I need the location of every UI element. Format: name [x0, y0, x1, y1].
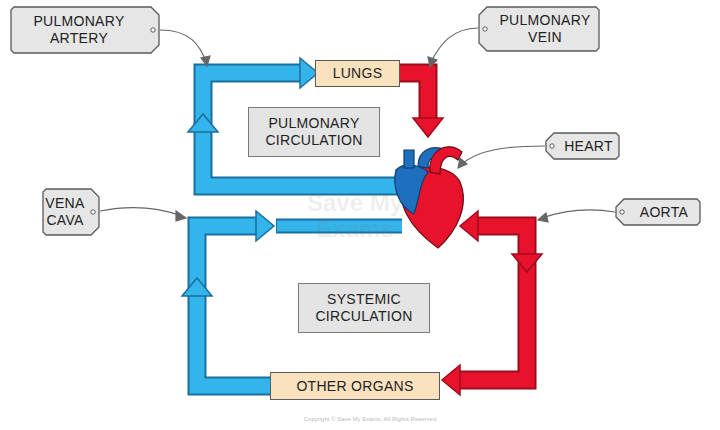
node-text: VENA CAVA: [42, 195, 88, 229]
heart-vessel: [404, 150, 414, 168]
tag-hole: [483, 27, 487, 31]
tag-body: [43, 189, 99, 235]
artery-outline: [203, 73, 398, 186]
tag-hole: [91, 210, 95, 214]
vena-cava-band: [197, 226, 270, 386]
artery-band: [203, 73, 398, 186]
leader-line: [462, 146, 545, 164]
vein-band: [400, 73, 428, 120]
tag-hole: [151, 28, 155, 32]
callout-tag: PULMONARY ARTERY: [10, 6, 160, 54]
organ-box: LUNGS: [315, 60, 400, 87]
tag-body: [11, 7, 159, 53]
flow-arrows: [197, 73, 527, 386]
tag-hole: [550, 144, 554, 148]
arrow-head: [442, 365, 460, 395]
node-text: PULMONARY CIRCULATION: [254, 115, 374, 149]
arrow-head: [188, 114, 218, 132]
node-text: PULMONARY VEIN: [495, 12, 595, 46]
callout-tag: PULMONARY VEIN: [478, 6, 600, 52]
node-text: OTHER ORGANS: [296, 378, 413, 395]
leader-line: [100, 207, 182, 216]
tag-body: [616, 199, 700, 225]
leader-head: [458, 158, 467, 168]
node-text: PULMONARY ARTERY: [19, 13, 139, 47]
callout-tag: HEART: [545, 132, 620, 160]
arrow-head: [512, 254, 542, 272]
copyright-note: Copyright © Save My Exams. All Rights Re…: [260, 415, 480, 423]
vena-cava-outline: [197, 226, 270, 386]
aorta-outline: [458, 226, 527, 380]
leader-head: [176, 211, 186, 221]
callout-tag: AORTA: [615, 198, 701, 226]
node-text: LUNGS: [333, 65, 383, 82]
leader-head: [201, 56, 210, 66]
callout-tag: VENA CAVA: [42, 188, 100, 236]
arrow-head: [413, 118, 443, 137]
watermark-text: Save My Exams: [300, 190, 410, 242]
tag-hole: [620, 210, 624, 214]
circulation-box: SYSTEMIC CIRCULATION: [298, 283, 430, 333]
node-text: AORTA: [640, 204, 688, 221]
arrow-heads: [182, 58, 542, 395]
leader-head: [538, 213, 548, 222]
node-text: HEART: [564, 138, 613, 155]
arrow-head: [460, 211, 478, 241]
leader-line: [432, 28, 478, 60]
arrow-head: [182, 278, 212, 296]
circulation-box: PULMONARY CIRCULATION: [248, 107, 380, 157]
vein-outline: [400, 73, 428, 120]
tag-body: [546, 133, 619, 159]
heart-aorta-arch: [430, 147, 462, 174]
arrow-head: [256, 211, 274, 241]
leader-head: [428, 57, 437, 67]
leader-line: [160, 30, 206, 62]
heart-illustration: [395, 147, 464, 248]
organ-box: OTHER ORGANS: [270, 372, 440, 400]
leader-line: [542, 210, 615, 218]
node-text: SYSTEMIC CIRCULATION: [304, 291, 424, 325]
aorta-band: [458, 226, 527, 380]
tag-body: [479, 7, 599, 51]
